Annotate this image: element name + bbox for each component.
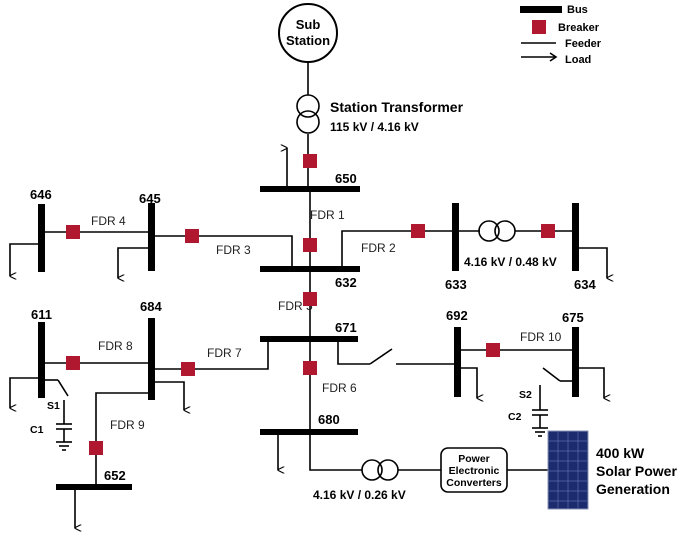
load-611-arrow — [9, 377, 40, 408]
station-transformer-title: Station Transformer — [330, 99, 464, 115]
breaker-fdr10 — [486, 343, 500, 357]
capacitor-c1 — [56, 423, 72, 451]
solar-label-line1: 400 kW — [596, 445, 645, 461]
breaker-fdr3 — [185, 229, 199, 243]
fdr10-label: FDR 10 — [520, 330, 562, 344]
breaker-fdr8 — [66, 356, 80, 370]
bus-671 — [260, 336, 358, 342]
station-transformer-rating: 115 kV / 4.16 kV — [330, 120, 419, 134]
legend-bus-swatch — [520, 6, 562, 13]
bus-675-label: 675 — [562, 310, 584, 325]
bus-652 — [56, 484, 132, 490]
breaker-fdr6 — [303, 361, 317, 375]
solar-label-line2: Solar Power — [596, 463, 677, 479]
bus-645 — [148, 203, 155, 271]
bus-646-label: 646 — [30, 187, 52, 202]
fdr4-label: FDR 4 — [91, 214, 126, 228]
switch-s2-label: S2 — [519, 389, 532, 401]
switch-s1 — [57, 379, 69, 397]
feeder-684-652 — [95, 392, 152, 488]
bus-633 — [452, 203, 459, 271]
bus-633-label: 633 — [445, 277, 467, 292]
breaker-634 — [541, 224, 555, 238]
fdr8-label: FDR 8 — [98, 339, 133, 353]
bus-611 — [38, 322, 45, 398]
solar-label-line3: Generation — [596, 481, 670, 497]
bus-645-label: 645 — [139, 191, 161, 206]
legend-feeder-label: Feeder — [565, 38, 602, 50]
wire-680-xfmr — [309, 432, 362, 471]
legend-bus-label: Bus — [567, 4, 588, 16]
bus-632 — [260, 266, 360, 272]
capacitor-c2 — [532, 409, 548, 437]
feeder-632-633 — [341, 230, 455, 269]
legend-breaker-swatch — [532, 20, 546, 34]
bus-652-label: 652 — [104, 468, 126, 483]
transformer-633-634 — [478, 220, 516, 242]
transformer-633-634-rating: 4.16 kV / 0.48 kV — [464, 255, 557, 269]
solar-panel-icon — [547, 430, 589, 510]
breaker-station — [303, 154, 317, 168]
breaker-fdr4 — [66, 225, 80, 239]
substation-label-line1: Sub — [296, 17, 321, 32]
breaker-fdr7 — [181, 362, 195, 376]
bus-684 — [148, 318, 155, 400]
substation-label-line2: Station — [286, 33, 330, 48]
pec-line2: Electronic — [449, 465, 500, 477]
load-684-arrow — [152, 381, 184, 410]
bus-646 — [38, 204, 45, 272]
switch-s2 — [542, 367, 561, 382]
breaker-fdr9 — [89, 441, 103, 455]
station-transformer — [296, 94, 320, 134]
bus-634-label: 634 — [574, 277, 596, 292]
load-692-arrow — [458, 367, 477, 398]
bus-671-label: 671 — [335, 320, 357, 335]
load-645-arrow — [117, 247, 150, 278]
capacitor-c2-label: C2 — [508, 411, 522, 423]
bus-692 — [454, 327, 461, 397]
breaker-fdr5 — [303, 292, 317, 306]
load-634-arrow — [576, 247, 607, 278]
fdr3-label: FDR 3 — [216, 243, 251, 257]
bus-650 — [260, 186, 360, 192]
bus-650-label: 650 — [335, 171, 357, 186]
breaker-fdr2 — [411, 224, 425, 238]
bus-611-label: 611 — [31, 307, 52, 322]
pec-line3: Converters — [446, 477, 502, 489]
fdr2-label: FDR 2 — [361, 241, 396, 255]
substation: Sub Station — [278, 3, 338, 63]
load-675-arrow — [576, 367, 604, 398]
pec-line1: Power — [458, 453, 490, 465]
bus-675 — [572, 327, 579, 397]
bus-680-label: 680 — [318, 412, 340, 427]
bus-692-label: 692 — [446, 308, 468, 323]
wire-671-switch — [337, 339, 370, 365]
fdr9-label: FDR 9 — [110, 418, 145, 432]
fdr7-label: FDR 7 — [207, 346, 242, 360]
switch-671-692 — [369, 348, 393, 365]
legend-load-arrowhead — [549, 52, 558, 62]
breaker-fdr1 — [303, 238, 317, 252]
transformer-680 — [361, 459, 399, 481]
bus-680 — [260, 429, 358, 435]
bus-634 — [572, 203, 579, 271]
bus-684-label: 684 — [140, 299, 162, 314]
legend: Bus Breaker Feeder Load — [520, 4, 602, 66]
transformer-680-rating: 4.16 kV / 0.26 kV — [313, 488, 406, 502]
switch-s1-label: S1 — [47, 400, 60, 412]
capacitor-c1-label: C1 — [30, 424, 44, 436]
bus-632-label: 632 — [335, 275, 357, 290]
fdr6-label: FDR 6 — [322, 381, 357, 395]
load-646-arrow — [9, 243, 40, 276]
legend-load-label: Load — [565, 54, 591, 66]
legend-breaker-label: Breaker — [558, 22, 600, 34]
fdr1-label: FDR 1 — [310, 208, 345, 222]
